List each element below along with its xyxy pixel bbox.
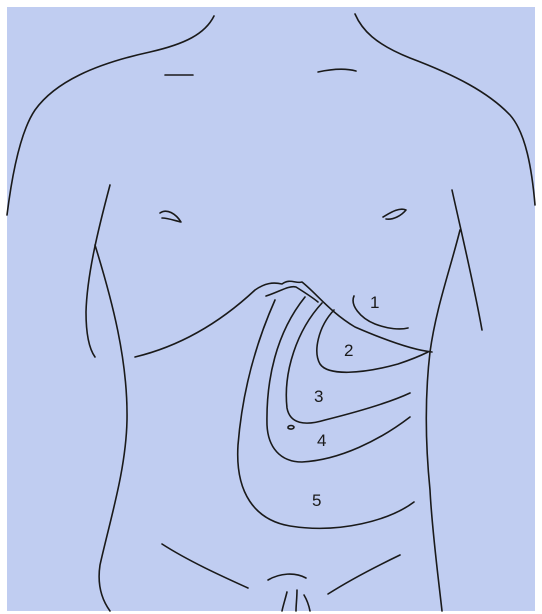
- region-label-3: 3: [314, 387, 323, 406]
- region-label-4: 4: [317, 431, 326, 450]
- region-label-5: 5: [312, 491, 321, 510]
- region-label-1: 1: [370, 293, 379, 312]
- pubic-line-mid: [296, 590, 297, 611]
- region-label-2: 2: [344, 341, 353, 360]
